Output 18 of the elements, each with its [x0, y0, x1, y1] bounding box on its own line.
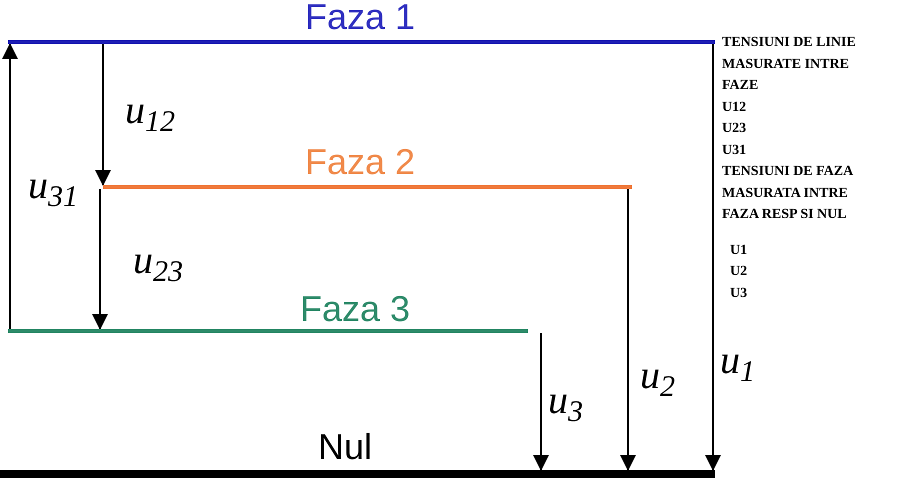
- note-text: U1: [730, 242, 748, 260]
- note-text: TENSIUNI DE LINIE MASURATE INTRE FAZE: [722, 34, 857, 95]
- note-text: U2: [730, 263, 748, 281]
- arrow: [92, 189, 108, 330]
- line-label: Faza 3: [300, 290, 410, 328]
- note-text: TENSIUNI DE FAZA MASURATA INTRE FAZA RESP SI NUL: [722, 163, 854, 224]
- note-text: U31: [722, 142, 748, 160]
- note-text: U3: [730, 284, 748, 302]
- note-text: U23: [722, 120, 748, 138]
- arrow: [2, 43, 18, 329]
- arrow: [95, 44, 111, 186]
- arrow: [705, 44, 721, 471]
- arrow: [620, 189, 636, 471]
- line-label: Faza 2: [305, 143, 416, 181]
- line-label: Faza 1: [305, 0, 416, 36]
- arrow: [533, 333, 549, 471]
- note-text: U12: [722, 98, 748, 116]
- line-label: Nul: [318, 428, 372, 466]
